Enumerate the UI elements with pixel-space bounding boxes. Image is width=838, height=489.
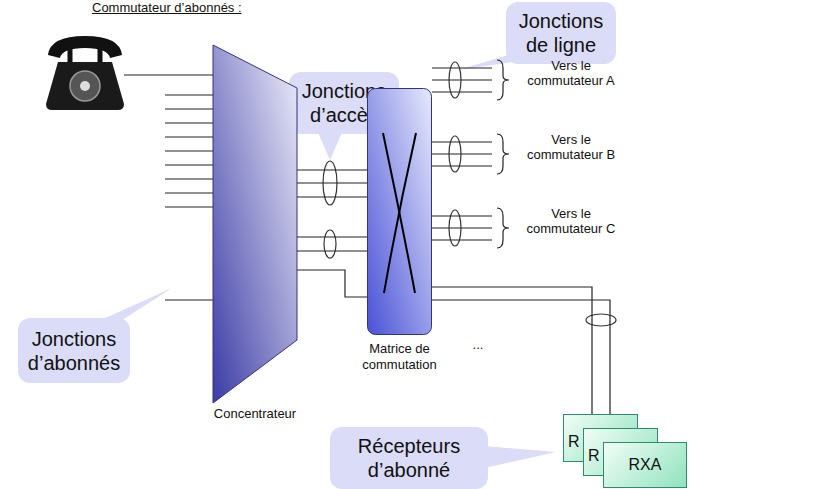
note-label: Vers le commutateur B	[515, 132, 627, 162]
node-label: Concentrateur	[191, 406, 319, 422]
callout-box: Récepteurs d’abonné	[330, 427, 488, 489]
receiver-text: R	[568, 433, 580, 451]
receiver-text: R	[588, 447, 600, 465]
title-text: Commutateur d’abonnés :	[92, 0, 292, 15]
trunk-lines	[432, 60, 509, 248]
junction-line	[297, 182, 367, 183]
callout-text: Jonctions d’abonnés	[24, 327, 124, 375]
junction-line	[297, 236, 367, 237]
junction-line	[297, 270, 367, 297]
telephone-icon	[46, 36, 124, 110]
concentrator-shape	[213, 45, 297, 403]
receiver-text: RXA	[629, 456, 662, 474]
concentrator: Concentrateur	[213, 45, 297, 403]
subscriber-lines	[124, 75, 213, 300]
junction-line	[432, 300, 610, 428]
note-label: ...	[466, 337, 490, 352]
receiver-box: RXA	[603, 442, 687, 488]
callout-box: Jonctions de ligne	[506, 2, 616, 64]
junction-line	[297, 169, 367, 170]
note-label: Vers le commutateur C	[515, 206, 627, 236]
junction-line	[297, 196, 367, 197]
callout-tails	[92, 52, 556, 468]
callout-box: Jonctions d’abonnés	[18, 318, 130, 383]
matrix-shape	[367, 88, 432, 335]
callout-text: Récepteurs d’abonné	[336, 434, 482, 482]
callout-text: Jonctions de ligne	[512, 9, 610, 57]
junction-line	[297, 250, 367, 251]
junction-line	[432, 287, 592, 414]
note-label: Vers le commutateur A	[515, 58, 627, 88]
switching-matrix: Matrice de commutation	[367, 88, 432, 335]
node-label: Matrice de commutation	[345, 341, 454, 374]
